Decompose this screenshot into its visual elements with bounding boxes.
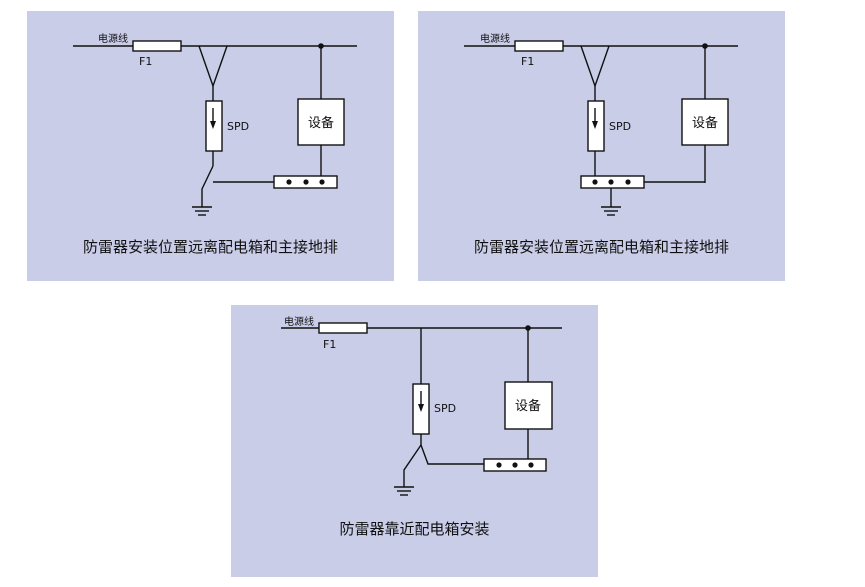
circuit-diagram-3: 电源线 F1 SPD 设备: [281, 315, 562, 496]
junction-dot: [318, 43, 324, 49]
fuse-label: F1: [521, 55, 534, 68]
diagram-caption: 防雷器安装位置远离配电箱和主接地排: [82, 238, 338, 256]
ground-wire: [403, 444, 422, 487]
diagram-panel-2: 电源线 F1 SPD 设备 防雷器安装位置远离配电箱和主接地排: [418, 11, 785, 281]
spd-arrow-head: [210, 121, 216, 129]
spd-branch-wire: [580, 45, 610, 89]
ground-bar-terminal: [592, 179, 598, 185]
ground-bar-terminal: [528, 462, 534, 468]
ground-bar-terminal: [303, 179, 309, 185]
equipment-label: 设备: [692, 115, 718, 131]
fuse-label: F1: [139, 55, 152, 68]
spd-arrow-head: [418, 404, 424, 412]
power-line-label: 电源线: [98, 32, 128, 45]
diagram-panel-3: 电源线 F1 SPD 设备 防雷器靠近配电箱安装: [231, 305, 598, 577]
ground-bar-terminal: [625, 179, 631, 185]
ground-bar-terminal: [286, 179, 292, 185]
diagram-caption: 防雷器靠近配电箱安装: [339, 520, 490, 538]
equipment-box: [504, 381, 553, 430]
ground-bar-terminal: [608, 179, 614, 185]
fuse-f1: [132, 40, 182, 52]
circuit-diagram-2: 电源线 F1 SPD 设备: [464, 32, 738, 216]
spd-arrow-head: [592, 121, 598, 129]
equipment-box: [681, 98, 729, 146]
circuit-diagram-1: 电源线 F1 SPD 设备: [73, 32, 357, 216]
equipment-label: 设备: [308, 115, 334, 131]
equipment-label: 设备: [515, 398, 541, 414]
fuse-f1: [318, 322, 368, 334]
ground-wire: [201, 165, 214, 207]
fuse-f1: [514, 40, 564, 52]
junction-dot: [702, 43, 708, 49]
ground-bar-terminal: [319, 179, 325, 185]
equipment-box: [297, 98, 345, 146]
bonding-wire: [420, 444, 484, 465]
spd-label: SPD: [227, 120, 249, 133]
spd-label: SPD: [609, 120, 631, 133]
ground-bar-terminal: [512, 462, 518, 468]
power-line-label: 电源线: [480, 32, 510, 45]
ground-bar-terminal: [496, 462, 502, 468]
power-line-label: 电源线: [284, 315, 314, 328]
junction-dot: [525, 325, 531, 331]
diagram-panel-1: 电源线 F1 SPD 设备 防雷器安装位置远离配电箱和主接地排: [27, 11, 394, 281]
diagram-caption: 防雷器安装位置远离配电箱和主接地排: [473, 238, 729, 256]
spd-label: SPD: [434, 402, 456, 415]
spd-branch-wire: [198, 45, 228, 89]
fuse-label: F1: [323, 338, 336, 351]
